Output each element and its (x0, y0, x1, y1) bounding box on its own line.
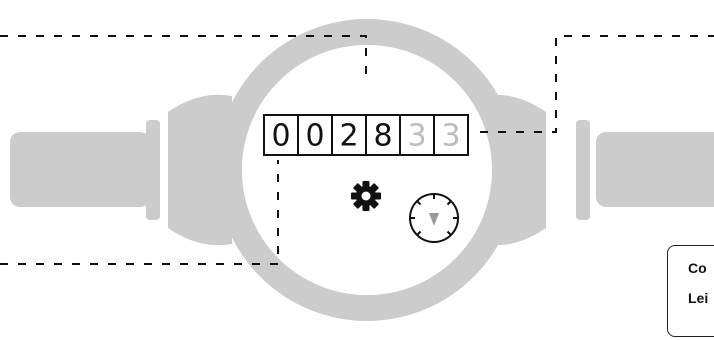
callout-line-2: Lei (688, 290, 709, 306)
counter-digit: 0 (271, 119, 290, 154)
left-pipe-collar (146, 120, 160, 220)
dial-icon (409, 193, 459, 243)
counter-cell (399, 114, 435, 156)
leader-right (480, 35, 714, 133)
counter-cell (433, 114, 469, 156)
counter-digit: 3 (441, 119, 460, 154)
counter-digit: 0 (305, 119, 324, 154)
left-pipe (10, 132, 150, 207)
leader-bottom-left (0, 160, 279, 265)
left-connector (168, 94, 232, 246)
counter-digit: 8 (373, 119, 392, 154)
gear-icon (351, 181, 381, 211)
right-pipe (596, 132, 714, 207)
callout-box: Co Lei (667, 245, 714, 337)
leader-top-left (0, 35, 367, 80)
counter-cell (297, 114, 333, 156)
right-pipe-collar (576, 120, 590, 220)
dial-pointer (429, 213, 439, 226)
counter-digit: 3 (407, 119, 426, 154)
callout-line-1: Co (688, 260, 707, 276)
counter-digit: 2 (339, 119, 358, 154)
meter-face (242, 45, 492, 295)
meter-ring (216, 19, 518, 321)
leader-lines (0, 35, 714, 265)
